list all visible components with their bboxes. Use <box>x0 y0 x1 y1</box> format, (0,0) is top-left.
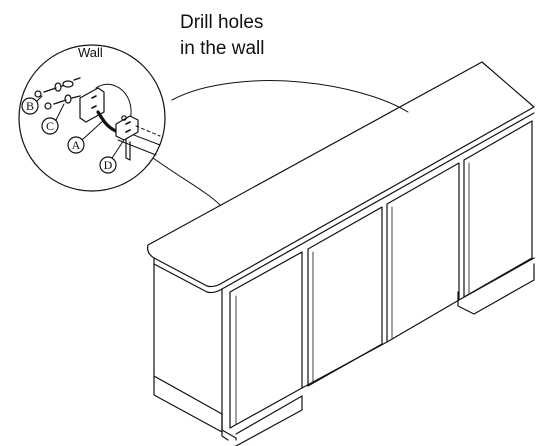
washer-b <box>54 82 62 92</box>
plug-b <box>62 80 74 88</box>
callout-b-circle <box>21 97 39 115</box>
cabinet <box>147 61 535 446</box>
callout-c-label: C <box>46 119 54 133</box>
cabinet-bracket-holes <box>125 121 131 133</box>
cabinet-bracket <box>115 115 139 141</box>
callout-b-label: B <box>26 99 34 113</box>
cabinet-screw-d <box>125 139 131 161</box>
cabinet-side <box>153 263 223 433</box>
callout-a-label: A <box>72 138 81 152</box>
instruction-caption: Drill holes in the wall <box>180 10 265 62</box>
cabinet-leg-right <box>457 263 535 315</box>
screw-head-b <box>34 90 42 98</box>
callout-d-label: D <box>104 158 113 172</box>
caption-line-2: in the wall <box>180 38 265 59</box>
leader-c <box>55 103 65 121</box>
door-4 <box>463 120 533 298</box>
guide-dash <box>135 125 161 137</box>
wall-label: Wall <box>78 45 103 60</box>
cabinet-screw-head-d <box>121 115 127 121</box>
caption-line-1: Drill holes <box>180 12 264 33</box>
callout-c-circle <box>41 117 59 135</box>
detail-inset: B C A D Wall <box>18 44 166 192</box>
callout-d-circle <box>99 156 117 174</box>
callout-a-circle <box>67 136 85 154</box>
wall-plane-lower <box>117 139 157 156</box>
cabinet-leg-left <box>221 395 303 446</box>
wall-bracket-holes <box>91 95 97 109</box>
cabinet-top <box>147 61 535 288</box>
washer-c <box>64 94 72 104</box>
magnifier-wedge-lower <box>144 151 221 206</box>
magnifier-wedge <box>171 80 409 113</box>
leader-d <box>111 139 125 159</box>
cabinet-top-edge <box>153 112 535 294</box>
leader-a <box>81 119 105 141</box>
cabinet-front <box>221 288 237 441</box>
screw-head-c <box>44 102 52 110</box>
door-2 <box>307 206 383 387</box>
leader-b <box>35 95 43 103</box>
screw-c <box>53 95 81 105</box>
cabinet-plinth <box>301 257 535 389</box>
